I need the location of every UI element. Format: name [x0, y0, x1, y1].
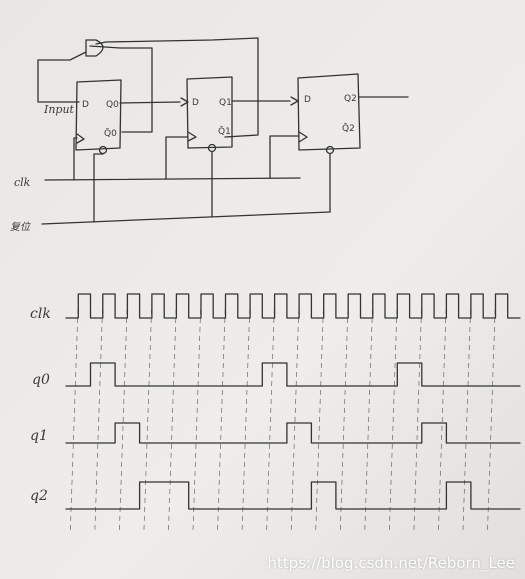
clock-edge-guide — [217, 299, 226, 533]
clock-edge-guide — [192, 299, 202, 533]
waveform-q1 — [65, 422, 521, 444]
timing-guide-lines — [69, 299, 496, 533]
signal-label-q1: q1 — [30, 428, 48, 444]
flipflop-2-clock-triangle — [298, 131, 308, 143]
waveform-q0 — [65, 362, 521, 387]
clock-edge-guide — [94, 299, 104, 533]
circuit-reset-label: 复位 — [10, 221, 31, 233]
clock-edge-guide — [462, 299, 472, 533]
clock-edge-guide — [339, 299, 349, 533]
timing-diagram: clk q0 q1 q2 — [30, 293, 521, 533]
flipflop-2-qbar-pin: Q̄2 — [342, 122, 355, 134]
timing-labels: clk q0 q1 q2 — [30, 306, 51, 504]
arrow-d1 — [180, 97, 189, 107]
reset-to-ff0 — [93, 153, 104, 223]
clock-edge-guide — [438, 299, 447, 533]
flipflop-2-d-pin: D — [304, 95, 311, 105]
signal-label-q2: q2 — [30, 488, 48, 504]
clock-edge-guide — [388, 299, 398, 533]
clock-edge-guide — [364, 299, 374, 533]
clock-edge-guide — [119, 299, 128, 533]
circuit-clk-label: clk — [14, 176, 31, 189]
flipflop-0-d-pin: D — [82, 100, 89, 110]
feedback-wire-gate-to-input — [37, 51, 87, 103]
signal-label-q0: q0 — [32, 372, 50, 388]
clock-edge-guide — [413, 299, 423, 533]
clock-edge-guide — [241, 299, 251, 533]
clock-edge-guide — [266, 299, 275, 533]
flipflop-1-q-pin: Q1 — [219, 98, 232, 108]
clock-edge-guide — [168, 299, 177, 533]
timing-waveforms — [65, 293, 521, 510]
wire-q0-to-d1 — [119, 101, 181, 104]
clk-to-ff0 — [73, 137, 78, 181]
circuit-input-label: Input — [43, 103, 75, 116]
flipflop-0-q-pin: Q0 — [106, 100, 119, 110]
flipflop-2-box — [297, 73, 361, 151]
clock-edge-guide — [290, 299, 300, 533]
clk-bus — [44, 177, 301, 181]
feedback-wire-q1bar — [95, 37, 259, 138]
flipflop-1-box — [186, 76, 233, 149]
flipflop-1: D Q1 Q̄1 — [186, 76, 233, 153]
circuit-diagram: D Q0 Q̄0 D Q1 Q̄1 D Q2 Q̄2 clk — [10, 37, 409, 233]
waveform-q2 — [65, 481, 521, 510]
clock-edge-guide — [69, 299, 79, 533]
clk-to-ff2 — [269, 135, 300, 179]
signal-label-clk: clk — [30, 306, 51, 322]
clock-edge-guide — [143, 299, 153, 533]
flipflop-1-qbar-pin: Q̄1 — [218, 125, 231, 137]
watermark: https://blog.csdn.net/Reborn_Lee — [267, 554, 515, 572]
feedback-wire-q0bar — [89, 45, 153, 133]
arrow-d2 — [290, 96, 299, 106]
clock-edge-guide — [315, 299, 325, 533]
clk-to-ff1 — [165, 136, 189, 180]
waveform-clk — [65, 293, 521, 319]
flipflop-0-qbar-pin: Q̄0 — [104, 127, 117, 139]
and-gate — [85, 39, 104, 57]
flipflop-2-q-pin: Q2 — [344, 94, 357, 104]
clock-edge-guide — [487, 299, 496, 533]
reset-bus — [41, 211, 331, 225]
flipflop-1-clock-triangle — [187, 131, 197, 142]
flipflop-2: D Q2 Q̄2 — [297, 73, 361, 155]
flipflop-0-box — [75, 79, 122, 151]
flipflop-1-d-pin: D — [192, 98, 199, 108]
flipflop-0-clock-triangle — [76, 133, 85, 144]
